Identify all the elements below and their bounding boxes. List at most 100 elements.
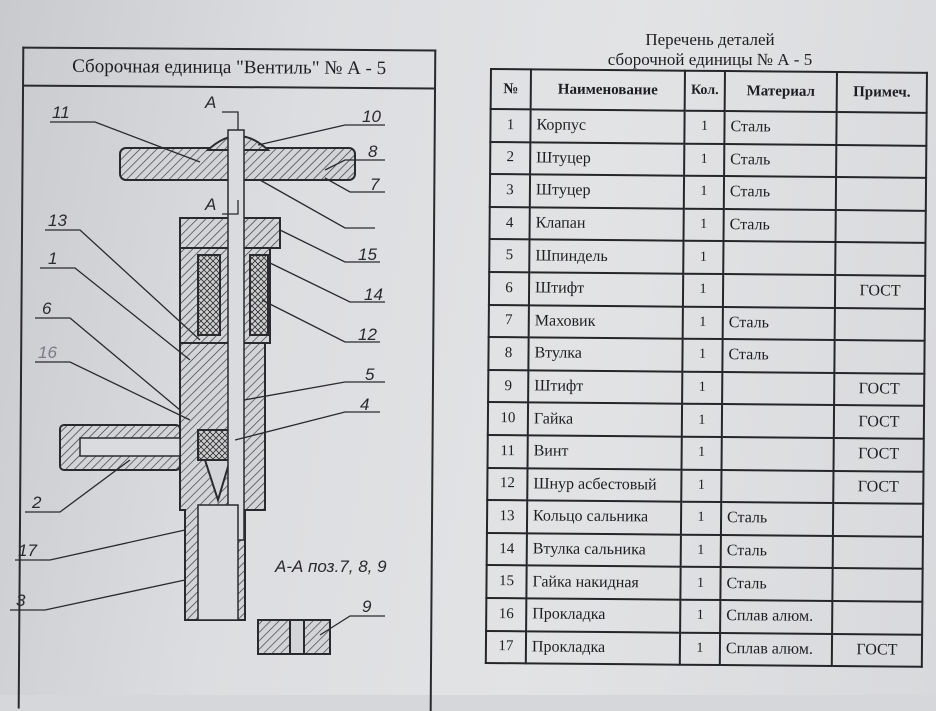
row-number: 6 [488, 271, 530, 305]
row-note: ГОСТ [834, 372, 925, 407]
row-name: Корпус [530, 109, 685, 144]
row-qty: 1 [681, 469, 722, 503]
row-qty: 1 [680, 566, 721, 600]
callout-9: 9 [362, 597, 372, 616]
row-note [836, 112, 927, 146]
row-qty: 1 [679, 632, 721, 666]
row-qty: 1 [683, 208, 724, 242]
row-number: 17 [485, 630, 527, 664]
callout-6: 6 [42, 299, 52, 318]
row-number: 16 [486, 597, 527, 631]
row-number: 7 [488, 304, 529, 338]
row-number: 10 [487, 402, 529, 436]
row-name: Гайка накидная [526, 565, 681, 600]
row-note: ГОСТ [833, 470, 924, 504]
row-note: ГОСТ [833, 437, 924, 472]
row-note [832, 535, 923, 570]
row-material: Сплав алюм. [720, 599, 833, 634]
row-name: Прокладка [525, 630, 681, 665]
row-number: 5 [489, 239, 530, 273]
row-qty: 1 [682, 338, 723, 372]
row-name: Втулка [528, 337, 683, 372]
row-name: Штуцер [530, 141, 685, 176]
row-qty: 1 [680, 534, 721, 568]
row-number: 4 [489, 206, 530, 240]
row-qty: 1 [682, 273, 724, 307]
row-note: ГОСТ [833, 405, 925, 439]
row-name: Винт [527, 435, 682, 470]
row-number: 2 [490, 141, 531, 175]
section-mark-top: А [204, 93, 216, 112]
row-note [832, 503, 924, 537]
row-qty: 1 [683, 175, 725, 209]
row-name: Штуцер [529, 174, 685, 209]
row-material: Сплав алюм. [719, 632, 833, 667]
row-name: Штифт [528, 272, 684, 307]
row-material: Сталь [720, 534, 833, 569]
section-mark-bottom: А [204, 195, 216, 214]
header-qty: Кол. [684, 70, 725, 112]
row-qty: 1 [684, 110, 725, 144]
parts-list-title-line2: сборочной единицы № А - 5 [607, 50, 813, 69]
callout-8: 8 [368, 142, 378, 161]
header-note: Примеч. [836, 72, 927, 113]
row-material [723, 241, 836, 275]
row-material: Сталь [722, 339, 835, 373]
row-note [836, 144, 927, 178]
row-name: Шпиндель [529, 239, 684, 274]
row-material: Сталь [720, 502, 834, 536]
row-material [722, 371, 835, 406]
row-number: 8 [488, 337, 529, 371]
row-note [832, 568, 923, 602]
row-name: Гайка [527, 402, 683, 437]
callout-16: 16 [38, 343, 57, 362]
row-note: ГОСТ [834, 274, 926, 309]
callout-15: 15 [358, 245, 377, 264]
row-number: 12 [487, 467, 528, 501]
row-number: 14 [486, 532, 527, 566]
row-number: 9 [488, 369, 529, 403]
callout-10: 10 [362, 107, 381, 126]
row-number: 15 [486, 565, 527, 599]
callout-labels: 11 10 8 7 15 13 1 14 12 6 16 5 4 2 17 3 … [16, 93, 387, 616]
row-material [722, 274, 836, 308]
row-qty: 1 [680, 599, 721, 633]
row-note [834, 307, 925, 341]
row-qty: 1 [681, 436, 722, 470]
document-photo [0, 0, 936, 695]
row-qty: 1 [680, 501, 722, 535]
row-number: 3 [489, 174, 531, 208]
row-note [835, 242, 926, 276]
row-qty: 1 [684, 143, 725, 177]
row-qty: 1 [681, 404, 723, 437]
callout-2: 2 [31, 493, 42, 512]
callout-12: 12 [358, 325, 377, 344]
row-qty: 1 [683, 241, 724, 275]
row-note [835, 209, 926, 244]
callout-4: 4 [360, 395, 369, 414]
callout-17: 17 [18, 541, 37, 560]
parts-list-title-line1: Перечень деталей [645, 30, 775, 49]
callout-7: 7 [370, 175, 380, 194]
row-note: ГОСТ [831, 633, 923, 667]
row-name: Клапан [529, 207, 684, 242]
callout-11: 11 [52, 103, 70, 122]
row-name: Втулка сальника [526, 533, 681, 567]
callout-14: 14 [364, 285, 383, 304]
packing [197, 254, 221, 336]
row-number: 11 [487, 434, 528, 468]
section-label: А-А поз.7, 8, 9 [274, 557, 387, 576]
callout-5: 5 [365, 365, 375, 384]
row-material: Сталь [723, 208, 836, 243]
